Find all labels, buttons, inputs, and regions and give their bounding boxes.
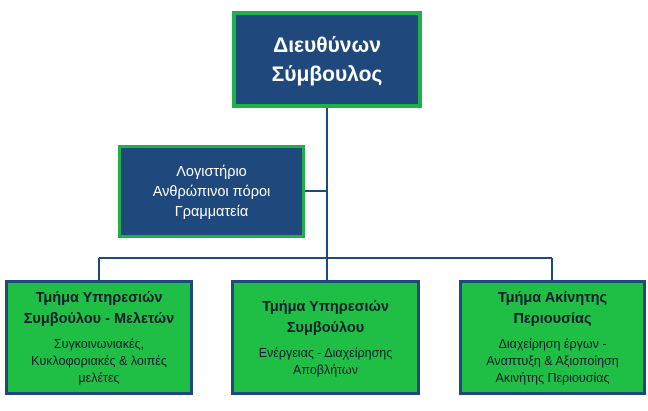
support-box: Λογιστήριο Ανθρώπινοι πόροι Γραμματεία xyxy=(118,145,305,238)
department-description: Διαχείρηση έργων - Αναπτυξη & Αξιοποίηση… xyxy=(486,336,618,387)
department-description: Ενέργειας - Διαχείρησης Αποβλήτων xyxy=(259,345,393,379)
department-title-line2: Συμβούλου - Μελετών xyxy=(23,311,175,327)
department-desc-line: μελέτες xyxy=(78,371,120,385)
department-title-line2: Περιουσίας xyxy=(513,311,592,327)
department-desc-line: Αναπτυξη & Αξιοποίηση xyxy=(486,354,619,368)
department-desc-line: Διαχείρηση έργων - xyxy=(498,337,607,351)
support-item-hr: Ανθρώπινοι πόροι xyxy=(152,183,271,200)
department-description: Συγκοινωνιακές, Κυκλοφοριακές & λοιπές μ… xyxy=(31,336,167,387)
ceo-title-line2: Σύμβουλος xyxy=(271,62,383,86)
department-title: Τμήμα Υπηρεσιών Συμβούλου xyxy=(262,297,389,339)
department-title-line2: Συμβούλου xyxy=(286,319,365,336)
support-item-secretariat: Γραμματεία xyxy=(174,203,249,220)
support-item-accounting: Λογιστήριο xyxy=(176,163,247,180)
department-box-studies: Τμήμα Υπηρεσιών Συμβούλου - Μελετών Συγκ… xyxy=(5,280,193,395)
department-desc-line: Κυκλοφοριακές & λοιπές xyxy=(31,354,167,368)
ceo-title-line1: Διευθύνων xyxy=(273,33,381,57)
department-title-line1: Τμήμα Υπηρεσιών xyxy=(262,298,389,315)
department-desc-line: Συγκοινωνιακές, xyxy=(53,337,145,351)
department-title: Τμήμα Υπηρεσιών Συμβούλου - Μελετών xyxy=(24,288,175,330)
department-desc-line: Ακινήτης Περιουσίας xyxy=(495,371,610,385)
department-desc-line: Αποβλήτων xyxy=(293,362,358,377)
department-box-property: Τμήμα Ακίνητης Περιουσίας Διαχείρηση έργ… xyxy=(459,280,646,395)
department-desc-line: Ενέργειας - Διαχείρησης xyxy=(258,345,393,360)
department-title: Τμήμα Ακίνητης Περιουσίας xyxy=(498,288,607,330)
department-title-line1: Τμήμα Ακίνητης xyxy=(497,290,608,306)
ceo-box: Διευθύνων Σύμβουλος xyxy=(232,11,422,108)
department-box-energy: Τμήμα Υπηρεσιών Συμβούλου Ενέργειας - Δι… xyxy=(231,280,420,395)
department-title-line1: Τμήμα Υπηρεσιών xyxy=(35,290,163,306)
